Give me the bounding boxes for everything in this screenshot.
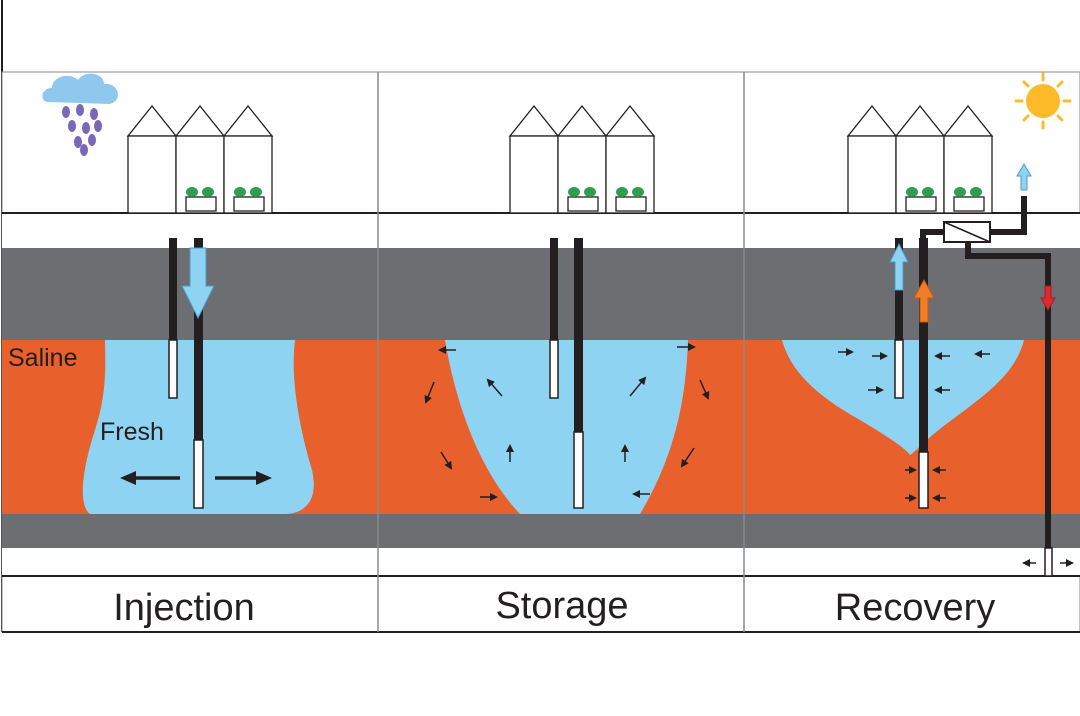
greenhouse-icon bbox=[126, 104, 274, 214]
fresh-label: Fresh bbox=[100, 418, 164, 446]
greenhouse-icon bbox=[846, 104, 994, 214]
caption-storage: Storage bbox=[495, 585, 628, 627]
fresh-bubble-storage bbox=[445, 340, 688, 514]
saline-label: Saline bbox=[8, 344, 78, 372]
deep-layer bbox=[2, 548, 1080, 576]
injection-wells bbox=[120, 238, 272, 509]
sun-icon bbox=[1014, 72, 1072, 130]
lower-aquitard bbox=[2, 514, 1080, 548]
heat-exchanger-icon bbox=[943, 221, 991, 243]
topsoil-layer bbox=[2, 213, 1080, 248]
rain-cloud-icon bbox=[42, 73, 118, 156]
recovery-wells bbox=[838, 163, 1074, 577]
storage-wells bbox=[424, 238, 710, 509]
greenhouse-icon bbox=[508, 104, 656, 214]
caption-recovery: Recovery bbox=[835, 587, 996, 629]
caption-injection: Injection bbox=[113, 587, 255, 629]
